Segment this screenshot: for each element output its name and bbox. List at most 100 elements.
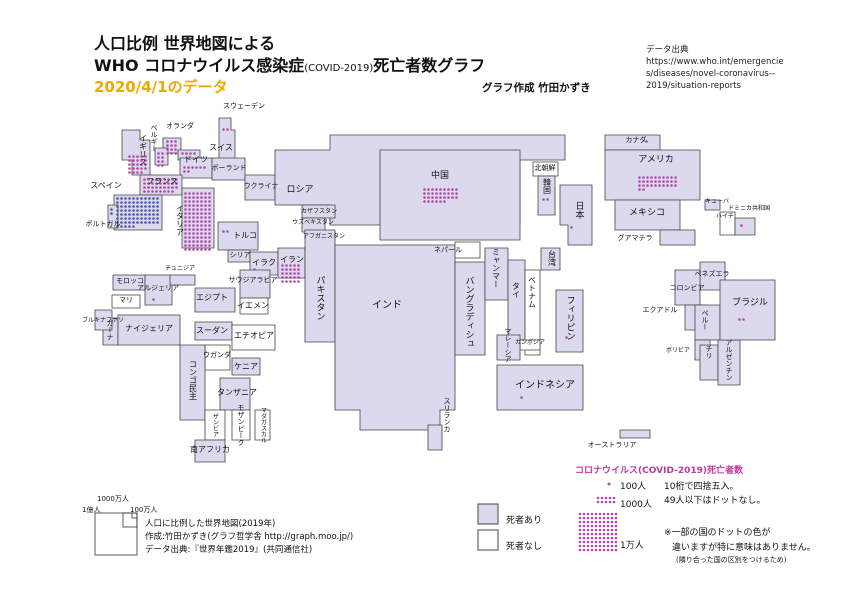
death-dot-usa [638,188,641,191]
death-dot-spain [136,217,139,220]
death-dot-italy [184,224,187,227]
death-dot-france [167,186,170,189]
death-dot-china [431,188,434,191]
death-dot-france [151,190,154,193]
death-dot-italy [196,200,199,203]
label-haiti: ハイチ [716,213,734,220]
source-url-3[interactable]: 2019/situation-reports [646,81,741,91]
death-dot-iran [289,272,292,275]
death-dot-usa [674,176,677,179]
legend-dot-10000 [610,540,614,544]
death-dot-italy [200,212,203,215]
death-dot-italy [200,248,203,251]
death-dot-italy [208,228,211,231]
death-dot-switzerland [185,152,188,155]
death-dot-italy [196,212,199,215]
label-italy: イタリア [176,204,185,236]
death-dot-netherlands [170,148,173,151]
death-dot-spain [116,205,119,208]
label-nepal: ネパール [434,246,462,254]
death-dot-switzerland [189,152,192,155]
death-dot-china [423,196,426,199]
label-turkey: トルコ [233,231,257,240]
death-dot-germany [203,166,206,169]
death-dot-italy [196,232,199,235]
legend-dot-10000 [614,524,618,528]
death-dot-italy [204,200,207,203]
death-dot-usa [642,184,645,187]
death-dot-algeria [152,298,155,301]
death-dot-netherlands [166,152,169,155]
label-chile: チリ [705,345,713,359]
death-dot-italy [184,248,187,251]
death-dot-germany [195,166,198,169]
source-url-1[interactable]: https://www.who.int/emergencie [646,57,784,67]
label-myanmar: ミャンマー [492,248,501,288]
death-dot-italy [196,248,199,251]
death-dot-italy [204,236,207,239]
death-dot-france [147,182,150,185]
legend-dot-10000 [614,528,618,532]
death-dot-italy [188,212,191,215]
death-dot-france [175,182,178,185]
death-dot-italy [200,208,203,211]
death-dot-france [151,186,154,189]
death-dot-italy [200,200,203,203]
death-dot-italy [204,224,207,227]
label-kenya: ケニア [234,362,258,371]
legend-title: コロナウイルス(COVID-2019)死亡者数 [575,466,743,476]
death-dot-germany [187,166,190,169]
country-sweden [218,117,236,163]
death-dot-netherlands [166,144,169,147]
legend-dot-10000 [594,544,598,548]
death-dot-china [455,196,458,199]
legend-dot-10000 [590,548,594,552]
legend-dot-10000 [594,528,598,532]
death-dot-france [163,178,166,181]
death-dot-spain [116,197,119,200]
source-url-2[interactable]: s/diseases/novel-coronavirus-- [646,69,775,79]
death-dot-italy [196,216,199,219]
death-dot-france [143,190,146,193]
death-dot-italy [200,228,203,231]
death-dot-spain [148,213,151,216]
death-dot-france [171,190,174,193]
death-dot-iran [285,272,288,275]
legend-dot-10000 [594,536,598,540]
legend-dot-10000 [578,532,582,536]
legend-dot-10000 [614,532,618,536]
label-tanzania: タンザニア [217,388,257,397]
death-dot-italy [200,192,203,195]
label-bangladesh: バングラディシュ [464,276,475,348]
death-dot-uk [136,155,139,158]
death-dot-china [427,188,430,191]
legend-dot-10000 [578,540,582,544]
label-congo: コンゴ民主 [189,360,198,400]
country-mali [111,294,141,309]
death-dot-spain [128,225,131,228]
death-dot-china [439,196,442,199]
legend-dot-10000 [594,516,598,520]
death-dot-japan [570,226,573,229]
death-dot-portugal [110,208,113,211]
death-dot-spain [140,221,143,224]
death-dot-spain [124,213,127,216]
legend-dot-10000 [582,548,586,552]
legend-dot-10000 [582,520,586,524]
legend-dot-10000 [582,532,586,536]
death-dot-spain [132,225,135,228]
label-southafrica: 南アフリカ [190,444,230,454]
death-dot-italy [184,220,187,223]
death-dot-italy [188,220,191,223]
legend-dot-10000 [606,548,610,552]
country-yemen [239,297,269,315]
death-dot-china [423,200,426,203]
death-dot-france [167,190,170,193]
death-dot-china [455,192,458,195]
legend-dot-10000 [598,516,602,520]
death-dot-spain [144,197,147,200]
label-india: インド [372,300,402,311]
death-dot-italy [204,196,207,199]
legend-dot-10000 [582,512,586,516]
